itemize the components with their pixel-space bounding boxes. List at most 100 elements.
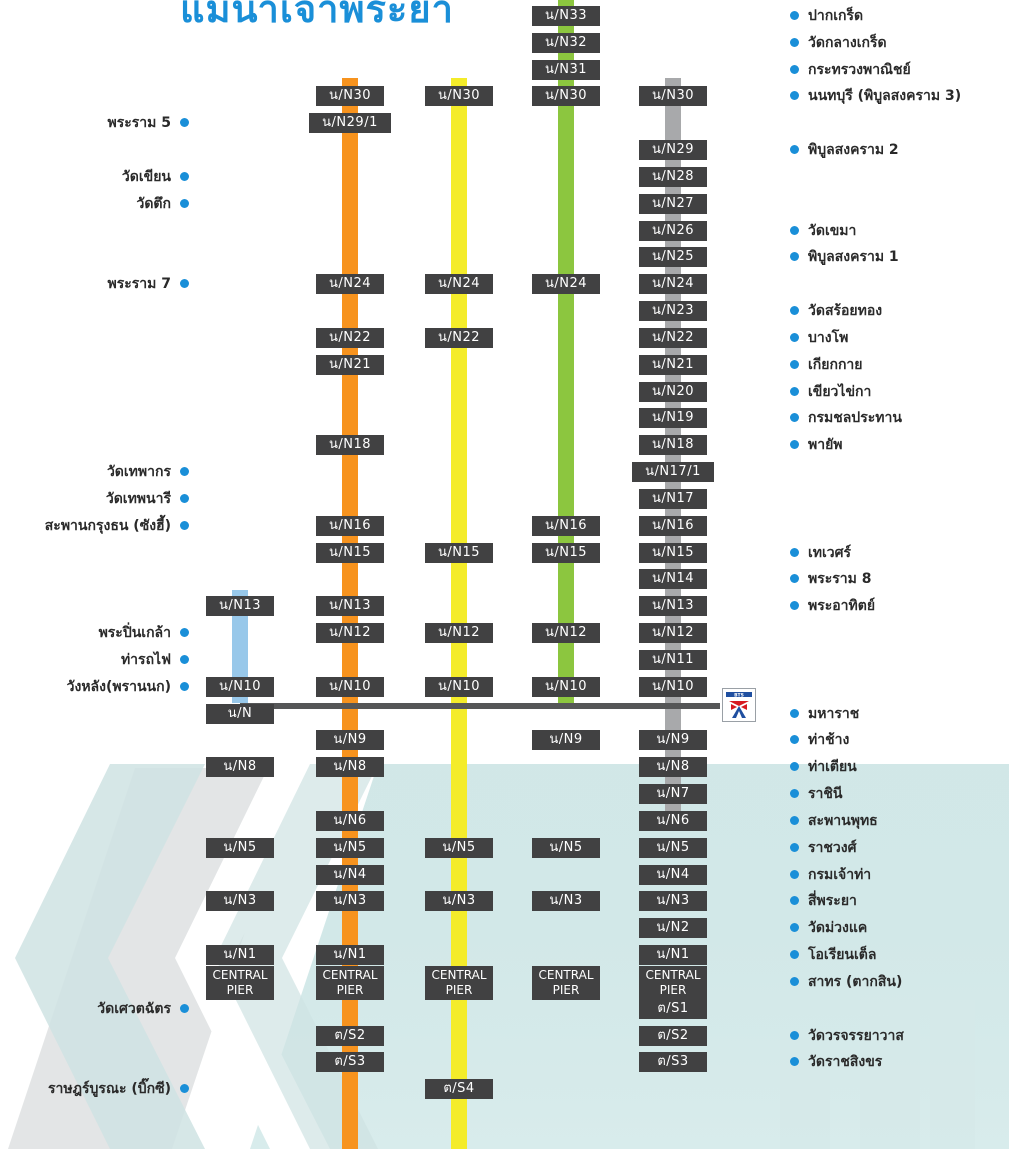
station-code: น/N6 (639, 810, 707, 831)
station-code: ต/S2 (316, 1025, 384, 1046)
station-code: น/N18 (639, 435, 707, 456)
pier-label-right: วัดสร้อยทอง (790, 301, 882, 321)
pier-label-right: ท่าเตียน (790, 757, 857, 777)
station-code: น/N30 (639, 86, 707, 107)
station-code: น/N21 (316, 354, 384, 375)
pier-label-left: ราษฎร์บูรณะ (บิ๊กซี) (48, 1079, 189, 1099)
station-code: น/N24 (425, 274, 493, 295)
station-code: น/N31 (532, 59, 600, 80)
station-code: น/N13 (639, 596, 707, 617)
pier-label-left: วัดตึก (136, 194, 189, 214)
station-code: น/N4 (639, 864, 707, 885)
pier-label-right: พิบูลสงคราม 2 (790, 140, 899, 160)
station-code: น/N1 (316, 945, 384, 966)
station-code: น/N9 (639, 730, 707, 751)
central-pier-label-2: PIER (659, 982, 687, 997)
pier-label-right: กรมชลประทาน (790, 408, 902, 428)
station-code: น/N20 (639, 381, 707, 402)
station-code: น/N15 (316, 542, 384, 563)
pier-label-right: พิบูลสงคราม 1 (790, 247, 899, 267)
station-code: น/N5 (425, 837, 493, 858)
station-code: น/N12 (316, 623, 384, 644)
station-code: น/N17/1 (632, 462, 714, 483)
pier-label-right: ราชินี (790, 784, 842, 804)
pier-label-right: พระราม 8 (790, 569, 872, 589)
station-code: น/N23 (639, 301, 707, 322)
central-pier-label-1: CENTRAL (431, 967, 487, 982)
station-code: น/N4 (316, 864, 384, 885)
station-code: น/N28 (639, 166, 707, 187)
pier-label-left: วังหลัง(พรานนก) (67, 677, 189, 697)
station-code: น/N (206, 703, 274, 724)
station-code: น/N30 (532, 86, 600, 107)
station-code: น/N15 (425, 542, 493, 563)
central-pier-connector (240, 703, 720, 709)
station-code: น/N7 (639, 784, 707, 805)
svg-text:BTS: BTS (734, 692, 744, 698)
central-pier-label-2: PIER (552, 982, 580, 997)
pier-label-right: ปากเกร็ด (790, 6, 863, 26)
station-code: น/N13 (316, 596, 384, 617)
station-code: น/N29 (639, 140, 707, 161)
pier-label-right: ราชวงศ์ (790, 838, 856, 858)
station-code: น/N1 (639, 945, 707, 966)
pier-label-right: นนทบุรี (พิบูลสงคราม 3) (790, 86, 961, 106)
station-code: น/N8 (206, 757, 274, 778)
station-code: น/N25 (639, 247, 707, 268)
pier-label-left: ท่ารถไฟ (121, 650, 189, 670)
station-code: น/N30 (425, 86, 493, 107)
station-code: น/N16 (316, 515, 384, 536)
pier-label-right: กระทรวงพาณิชย์ (790, 60, 911, 80)
bts-logo-icon: BTS (722, 688, 756, 722)
pier-label-right: เทเวศร์ (790, 543, 851, 563)
pier-label-right: พายัพ (790, 435, 843, 455)
station-code: น/N19 (639, 408, 707, 429)
pier-label-left: สะพานกรุงธน (ซังฮี้) (45, 516, 189, 536)
station-code: น/N3 (639, 891, 707, 912)
pier-label-right: เขียวไข่กา (790, 382, 871, 402)
pier-label-right: วัดม่วงแค (790, 918, 867, 938)
station-code: น/N22 (639, 327, 707, 348)
station-code: น/N8 (639, 757, 707, 778)
station-code: น/N15 (532, 542, 600, 563)
station-code: น/N21 (639, 354, 707, 375)
pier-label-left: พระปิ่นเกล้า (99, 623, 189, 643)
station-code: น/N33 (532, 6, 600, 26)
station-code: น/N30 (316, 86, 384, 107)
station-code: น/N29/1 (309, 113, 391, 134)
station-code: น/N12 (425, 623, 493, 644)
station-code: น/N26 (639, 220, 707, 241)
station-code: น/N5 (532, 837, 600, 858)
pier-label-left: วัดเทพนารี (106, 489, 189, 509)
pier-label-left: วัดเขียน (122, 167, 189, 187)
station-code: น/N18 (316, 435, 384, 456)
station-code: น/N10 (425, 676, 493, 697)
station-code: น/N12 (639, 623, 707, 644)
station-code: น/N1 (206, 945, 274, 966)
pier-label-left: วัดเทพากร (107, 462, 189, 482)
pier-label-right: มหาราช (790, 704, 859, 724)
station-code: น/N17 (639, 488, 707, 509)
central-pier-label-1: CENTRAL (645, 967, 701, 982)
station-code: น/N32 (532, 32, 600, 53)
station-code: น/N9 (316, 730, 384, 751)
pier-label-right: บางโพ (790, 328, 848, 348)
station-code: น/N27 (639, 193, 707, 214)
station-code: น/N5 (639, 837, 707, 858)
station-code: น/N24 (316, 274, 384, 295)
pier-label-right: วัดราชสิงขร (790, 1052, 882, 1072)
pier-label-right: โอเรียนเต็ล (790, 945, 876, 965)
central-pier-label-1: CENTRAL (322, 967, 378, 982)
station-code: น/N10 (206, 676, 274, 697)
station-code: น/N16 (639, 515, 707, 536)
central-pier-label-2: PIER (445, 982, 473, 997)
central-pier-label-1: CENTRAL (538, 967, 594, 982)
station-code: น/N13 (206, 596, 274, 617)
station-code: น/N22 (316, 327, 384, 348)
pier-label-right: เกียกกาย (790, 355, 862, 375)
pier-label-right: สาทร (ตากสิน) (790, 972, 902, 992)
